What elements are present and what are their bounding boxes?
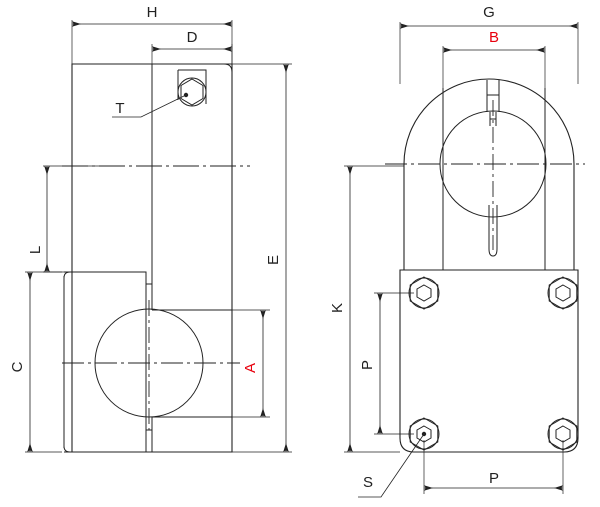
bolt-hex-inner xyxy=(555,284,571,302)
front-view-geometry xyxy=(385,78,585,453)
bolt-hex-outer xyxy=(409,276,439,310)
bolt-hex-inner xyxy=(416,284,432,302)
side-view-lower-block-fillet-top xyxy=(63,271,71,279)
front-view-dimensions xyxy=(344,22,579,498)
dim-label-H: H xyxy=(147,4,158,21)
side-view-dimensions xyxy=(25,20,292,453)
dim-label-A: A xyxy=(242,363,259,373)
front-view-slit-upper xyxy=(486,80,500,112)
side-view-split-lower xyxy=(145,417,153,452)
side-view-geometry xyxy=(62,63,250,453)
dim-label-E: E xyxy=(265,255,282,265)
dim-T-leader xyxy=(112,94,187,118)
side-view-top-right-fillet xyxy=(223,63,233,73)
front-view-bolt-top-right xyxy=(547,276,579,310)
front-view-upper-body-outline xyxy=(403,78,575,270)
dim-label-D: D xyxy=(187,29,198,46)
bolt-hex-inner xyxy=(555,425,571,443)
dim-label-C: C xyxy=(9,361,26,372)
dim-label-P-horizontal: P xyxy=(489,470,499,487)
dim-label-G: G xyxy=(483,4,495,21)
bolt-washer-circle xyxy=(547,277,579,309)
bolt-hex-outer xyxy=(548,276,578,310)
side-view-lower-block-outline xyxy=(64,271,147,453)
side-view-bolt-head-circle xyxy=(177,77,207,107)
dim-T-leader-dot xyxy=(183,92,189,98)
side-view-split-upper xyxy=(145,272,153,310)
dim-S-leader-dot xyxy=(421,431,427,437)
dim-label-S: S xyxy=(363,474,373,491)
dim-label-B: B xyxy=(489,29,499,46)
side-view-bolt-hexagon xyxy=(180,78,204,106)
dim-label-T: T xyxy=(115,100,124,117)
dim-label-P-vertical: P xyxy=(359,360,376,370)
side-view-lower-block-fillet-bottom xyxy=(63,445,71,453)
dim-label-K: K xyxy=(329,303,346,313)
front-view-slit-lower xyxy=(488,205,498,257)
dimension-labels: H D T L C E A G B K P P S xyxy=(9,4,499,491)
dim-label-L: L xyxy=(27,246,44,254)
dim-S-leader xyxy=(358,433,425,498)
front-view-base-plate-outline xyxy=(399,269,579,453)
